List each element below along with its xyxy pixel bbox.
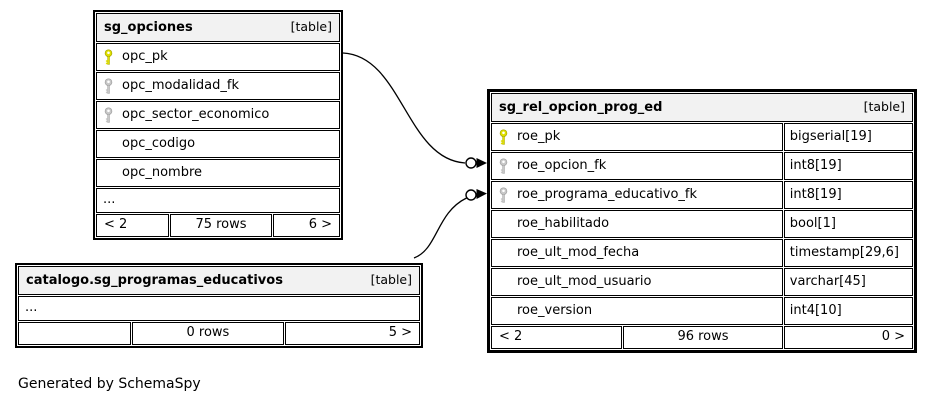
table-footer-row: 0 rows 5 > bbox=[18, 322, 420, 345]
table-footer-row: < 2 75 rows 6 > bbox=[96, 214, 340, 237]
footer-parent-count: < 2 bbox=[491, 326, 623, 349]
column-type: int8[19] bbox=[783, 181, 913, 209]
foreign-key-icon bbox=[103, 78, 122, 94]
table-title[interactable]: sg_rel_opcion_prog_ed bbox=[499, 100, 663, 115]
footer-parent-count: < 2 bbox=[96, 214, 169, 237]
ellipsis-row: ... bbox=[96, 188, 340, 213]
more-columns-ellipsis: ... bbox=[96, 188, 340, 213]
fk-connector-line bbox=[342, 52, 466, 164]
column-name: opc_codigo bbox=[122, 136, 196, 151]
column-row: roe_habilitado bool[1] bbox=[491, 210, 913, 238]
connector-arrowhead-icon bbox=[476, 189, 487, 199]
table-header-row: sg_rel_opcion_prog_ed [table] bbox=[491, 93, 913, 122]
footer-child-count: 6 > bbox=[273, 214, 340, 237]
column-name: roe_programa_educativo_fk bbox=[517, 187, 698, 202]
connector-arrowhead-icon bbox=[476, 158, 487, 168]
fk-connector-programas-to-rel bbox=[413, 189, 487, 259]
column-name: opc_nombre bbox=[122, 165, 203, 180]
table-header-row: catalogo.sg_programas_educativos [table] bbox=[18, 266, 420, 295]
table-header: sg_opciones [table] bbox=[96, 13, 340, 42]
footer-parent-count bbox=[18, 322, 131, 345]
foreign-key-icon bbox=[498, 158, 517, 174]
footer-row-count: 0 rows bbox=[131, 322, 285, 345]
column-name: roe_ult_mod_usuario bbox=[517, 274, 652, 289]
more-columns-ellipsis: ... bbox=[18, 296, 420, 321]
column-name: roe_ult_mod_fecha bbox=[517, 245, 640, 260]
column-row: opc_sector_economico bbox=[96, 101, 340, 129]
column-name: roe_habilitado bbox=[517, 216, 610, 231]
column-type: int8[19] bbox=[783, 152, 913, 180]
table-sg-rel-opcion-prog-ed-grid: sg_rel_opcion_prog_ed [table] bbox=[490, 92, 914, 350]
column-type: int4[10] bbox=[783, 297, 913, 325]
table-type-badge: [table] bbox=[863, 99, 905, 114]
column-type: bigserial[19] bbox=[783, 123, 913, 151]
table-header: catalogo.sg_programas_educativos [table] bbox=[18, 266, 420, 295]
table-catalogo-sg-programas-educativos[interactable]: catalogo.sg_programas_educativos [table]… bbox=[15, 263, 423, 348]
table-sg-opciones-grid: sg_opciones [table] bbox=[95, 12, 341, 238]
table-type-badge: [table] bbox=[370, 272, 412, 287]
fk-connector-opciones-to-rel bbox=[342, 52, 487, 169]
foreign-key-icon bbox=[103, 107, 122, 123]
footer-child-count: 5 > bbox=[285, 322, 420, 345]
column-row: opc_codigo bbox=[96, 130, 340, 158]
footer-row-count: 75 rows bbox=[169, 214, 273, 237]
column-row: roe_version int4[10] bbox=[491, 297, 913, 325]
column-row: roe_ult_mod_usuario varchar[45] bbox=[491, 268, 913, 296]
column-name: opc_sector_economico bbox=[122, 107, 270, 122]
table-header-row: sg_opciones [table] bbox=[96, 13, 340, 42]
generated-by-note: Generated by SchemaSpy bbox=[18, 376, 201, 392]
footer-child-count: 0 > bbox=[783, 326, 913, 349]
foreign-key-icon bbox=[498, 187, 517, 203]
table-footer-row: < 2 96 rows 0 > bbox=[491, 326, 913, 349]
table-title[interactable]: sg_opciones bbox=[104, 20, 193, 35]
column-name: roe_version bbox=[517, 303, 593, 318]
footer-row-count: 96 rows bbox=[623, 326, 783, 349]
column-name: roe_pk bbox=[517, 129, 561, 144]
column-name: opc_pk bbox=[122, 49, 168, 64]
table-title[interactable]: catalogo.sg_programas_educativos bbox=[26, 273, 283, 288]
column-row: opc_pk bbox=[96, 43, 340, 71]
column-row: roe_opcion_fk int8[19] bbox=[491, 152, 913, 180]
connector-circle-endpoint bbox=[465, 157, 477, 169]
column-name: roe_opcion_fk bbox=[517, 158, 607, 173]
table-sg-opciones[interactable]: sg_opciones [table] bbox=[93, 10, 343, 240]
table-type-badge: [table] bbox=[290, 19, 332, 34]
table-catalogo-grid: catalogo.sg_programas_educativos [table]… bbox=[17, 265, 421, 346]
column-row: roe_ult_mod_fecha timestamp[29,6] bbox=[491, 239, 913, 267]
fk-connector-line bbox=[413, 197, 467, 259]
column-row: opc_nombre bbox=[96, 159, 340, 187]
table-sg-rel-opcion-prog-ed[interactable]: sg_rel_opcion_prog_ed [table] bbox=[487, 89, 917, 353]
column-row: roe_programa_educativo_fk int8[19] bbox=[491, 181, 913, 209]
column-type: timestamp[29,6] bbox=[783, 239, 913, 267]
column-type: varchar[45] bbox=[783, 268, 913, 296]
column-type: bool[1] bbox=[783, 210, 913, 238]
primary-key-icon bbox=[498, 129, 517, 145]
primary-key-icon bbox=[103, 49, 122, 65]
table-header: sg_rel_opcion_prog_ed [table] bbox=[491, 93, 913, 122]
column-row: roe_pk bigserial[19] bbox=[491, 123, 913, 151]
column-row: opc_modalidad_fk bbox=[96, 72, 340, 100]
column-name: opc_modalidad_fk bbox=[122, 78, 239, 93]
connector-circle-endpoint bbox=[465, 189, 477, 201]
ellipsis-row: ... bbox=[18, 296, 420, 321]
